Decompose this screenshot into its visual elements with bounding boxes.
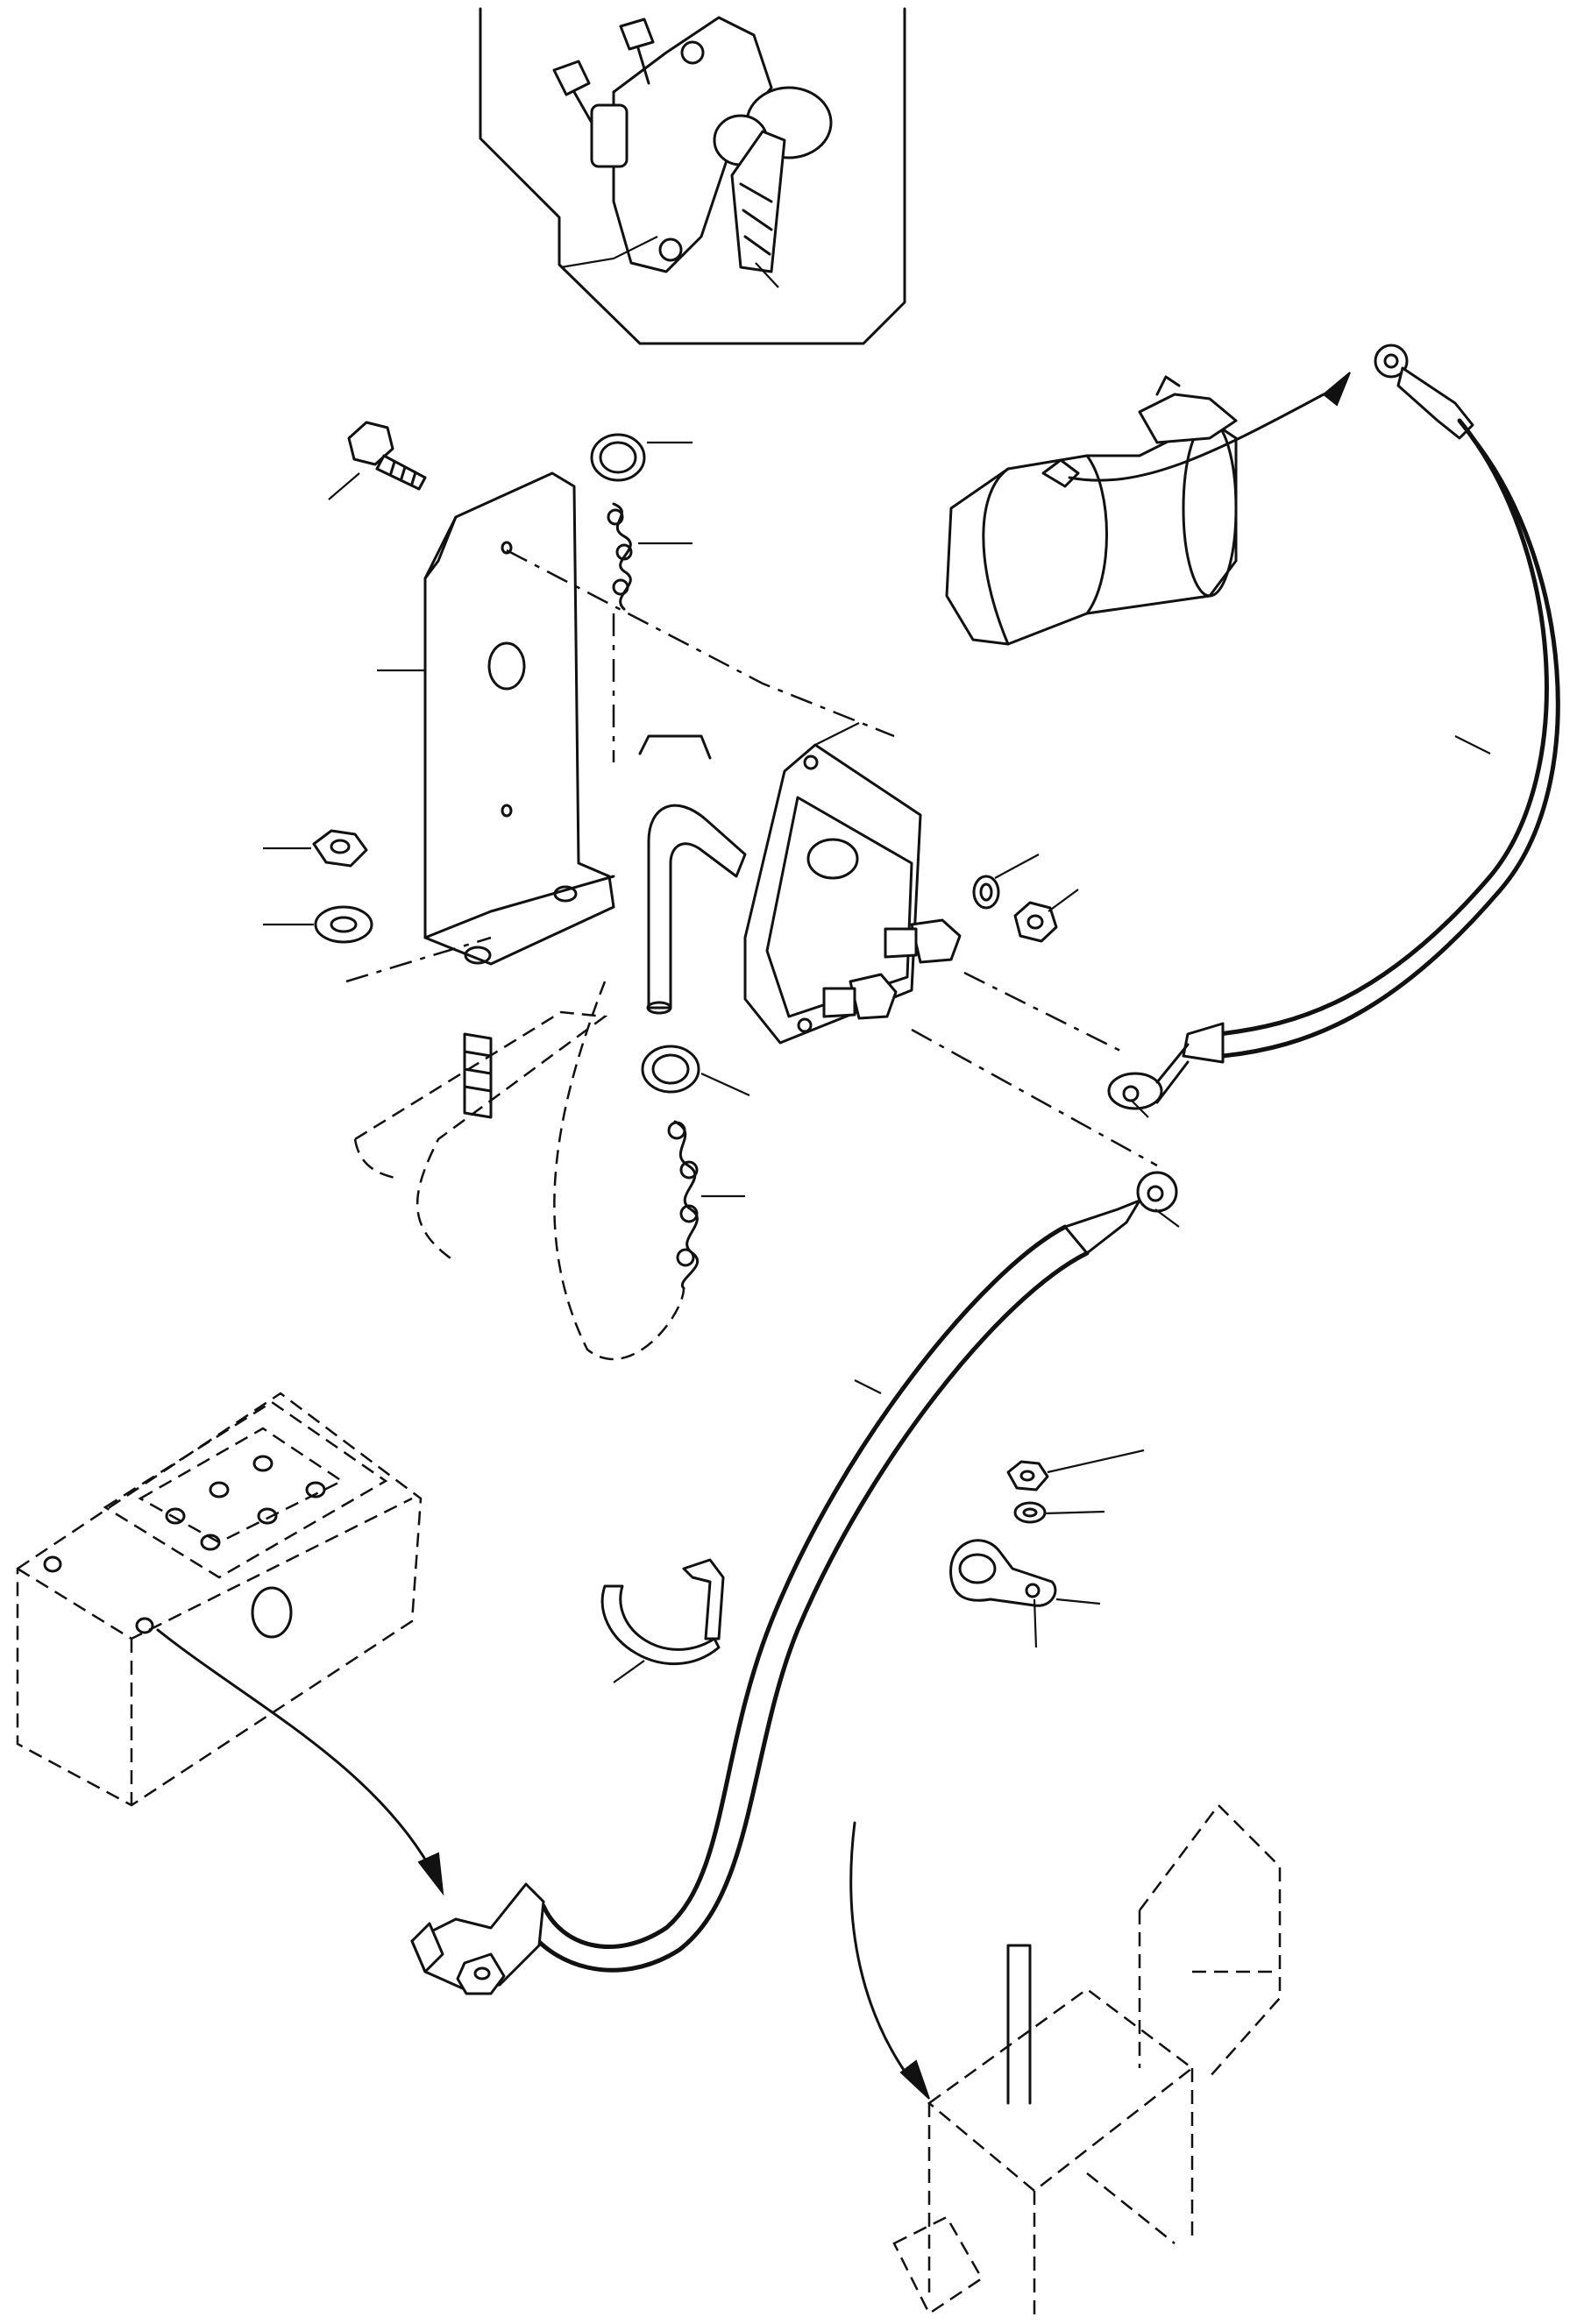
insulating-ring-upper	[590, 433, 693, 482]
support-bracket-hidden	[353, 1010, 608, 1264]
mounting-bracket	[377, 471, 615, 966]
lock-washer	[263, 905, 373, 944]
starter-cable	[1107, 344, 1560, 1118]
switch-lock-washer	[972, 854, 1040, 910]
battery-cable	[519, 1171, 1180, 1973]
switch-terminal-studs	[822, 918, 962, 1020]
insulating-ring-lower	[641, 1045, 750, 1097]
clamp-nut	[1006, 1449, 1145, 1491]
hex-nut	[263, 829, 368, 868]
isolator-switch-inset	[479, 7, 906, 345]
ground-point	[849, 1803, 1282, 2322]
starter-motor	[945, 372, 1351, 646]
inset-switch-key	[713, 86, 833, 273]
bead-chain-upper	[607, 502, 693, 611]
assembly-centerlines	[345, 549, 1158, 1167]
battery-switch	[743, 722, 962, 1045]
p-clip	[949, 1539, 1101, 1648]
inset-switch-body	[552, 16, 773, 273]
bead-chain-lower	[553, 981, 745, 1361]
battery-terminal-clamp	[410, 1882, 545, 1995]
clamp-washer	[1013, 1501, 1105, 1524]
battery	[16, 1392, 444, 1896]
switch-handle	[638, 734, 747, 1015]
switch-terminal-nut	[1013, 889, 1079, 943]
cable-clip	[600, 1558, 725, 1683]
hex-bolt	[328, 421, 427, 500]
